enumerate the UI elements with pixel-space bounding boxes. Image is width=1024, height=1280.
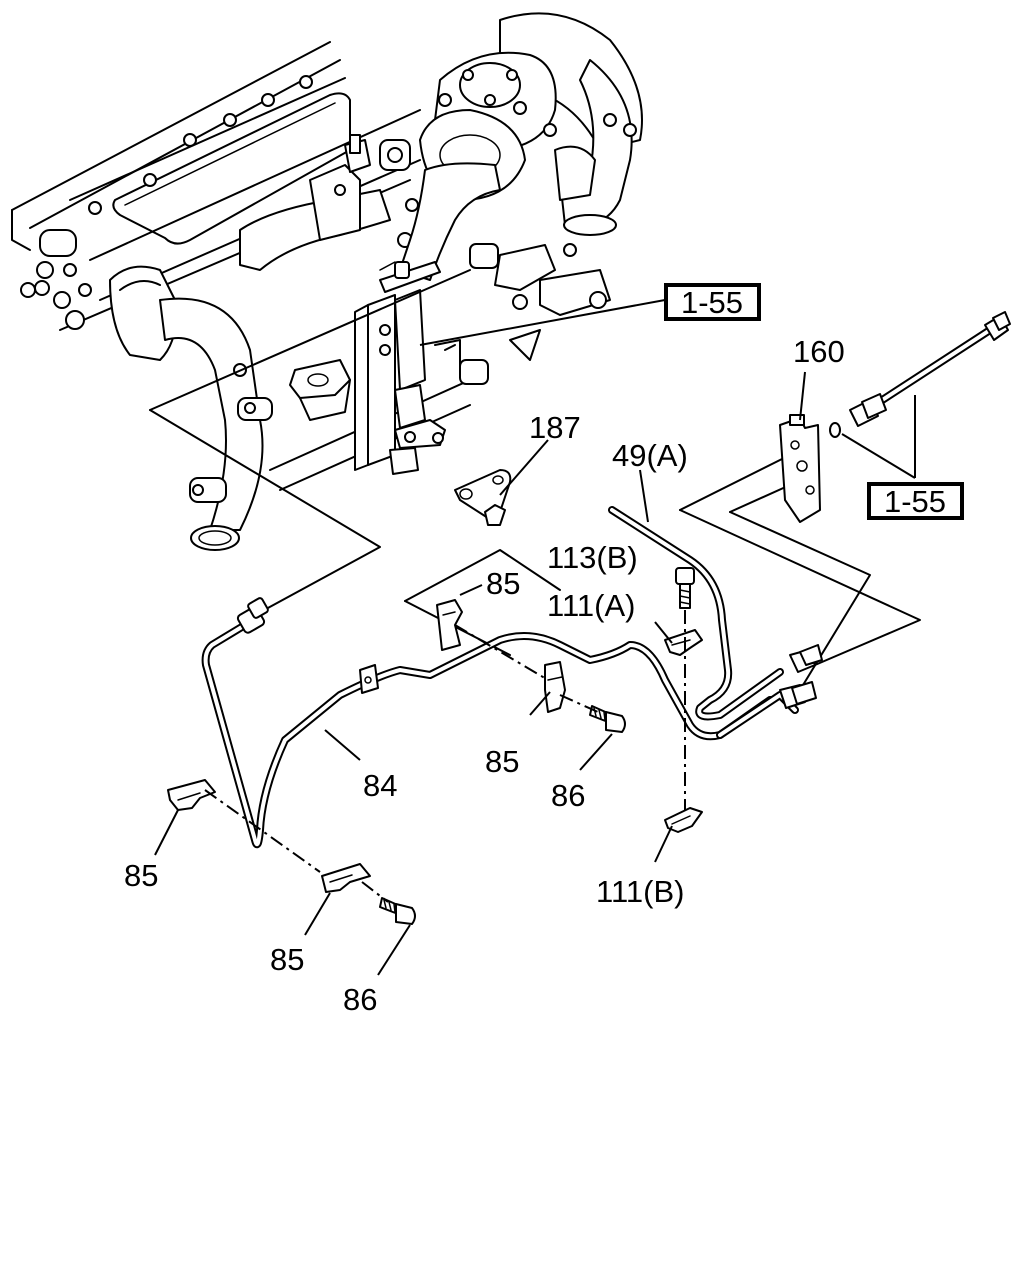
label-187: 187 xyxy=(529,410,581,445)
label-85-middle: 85 xyxy=(485,744,519,779)
ref-1-55-right-text: 1-55 xyxy=(884,484,946,519)
clip-111a xyxy=(664,629,703,656)
label-84: 84 xyxy=(363,768,397,803)
label-85-left: 85 xyxy=(124,858,158,893)
pipe-49a xyxy=(608,506,823,721)
assembly-outline-lines xyxy=(149,269,921,691)
bolt-113b xyxy=(675,567,695,609)
label-113b: 113(B) xyxy=(547,540,638,575)
label-111a: 111(A) xyxy=(547,588,635,623)
ref-box-1-55-top[interactable]: 1-55 xyxy=(664,283,761,321)
part-labels: 160 187 49(A) 113(B) 111(A) 85 84 85 86 … xyxy=(124,334,845,1017)
bolt-86-lower xyxy=(379,897,416,925)
engine-block-illustration xyxy=(11,12,643,551)
clip-85-middle xyxy=(544,661,566,713)
bracket-187 xyxy=(454,469,512,526)
clip-85-upper xyxy=(436,599,463,651)
clip-85-left xyxy=(167,779,216,811)
label-86-lower: 86 xyxy=(343,982,377,1017)
leader-lines xyxy=(154,299,806,976)
label-111b: 111(B) xyxy=(596,874,684,909)
center-lines xyxy=(204,610,686,903)
label-85-upper: 85 xyxy=(486,566,520,601)
ref-box-1-55-right[interactable]: 1-55 xyxy=(867,482,964,520)
bracket-160 xyxy=(779,414,821,523)
label-86-upper: 86 xyxy=(551,778,585,813)
clip-85-lower xyxy=(321,863,371,893)
pipe-84 xyxy=(201,597,799,849)
upper-right-pipe xyxy=(829,311,1011,479)
clip-111b xyxy=(664,807,703,833)
label-85-lower: 85 xyxy=(270,942,304,977)
label-49a: 49(A) xyxy=(612,438,688,473)
label-160: 160 xyxy=(793,334,845,369)
ref-1-55-top-text: 1-55 xyxy=(681,285,743,320)
